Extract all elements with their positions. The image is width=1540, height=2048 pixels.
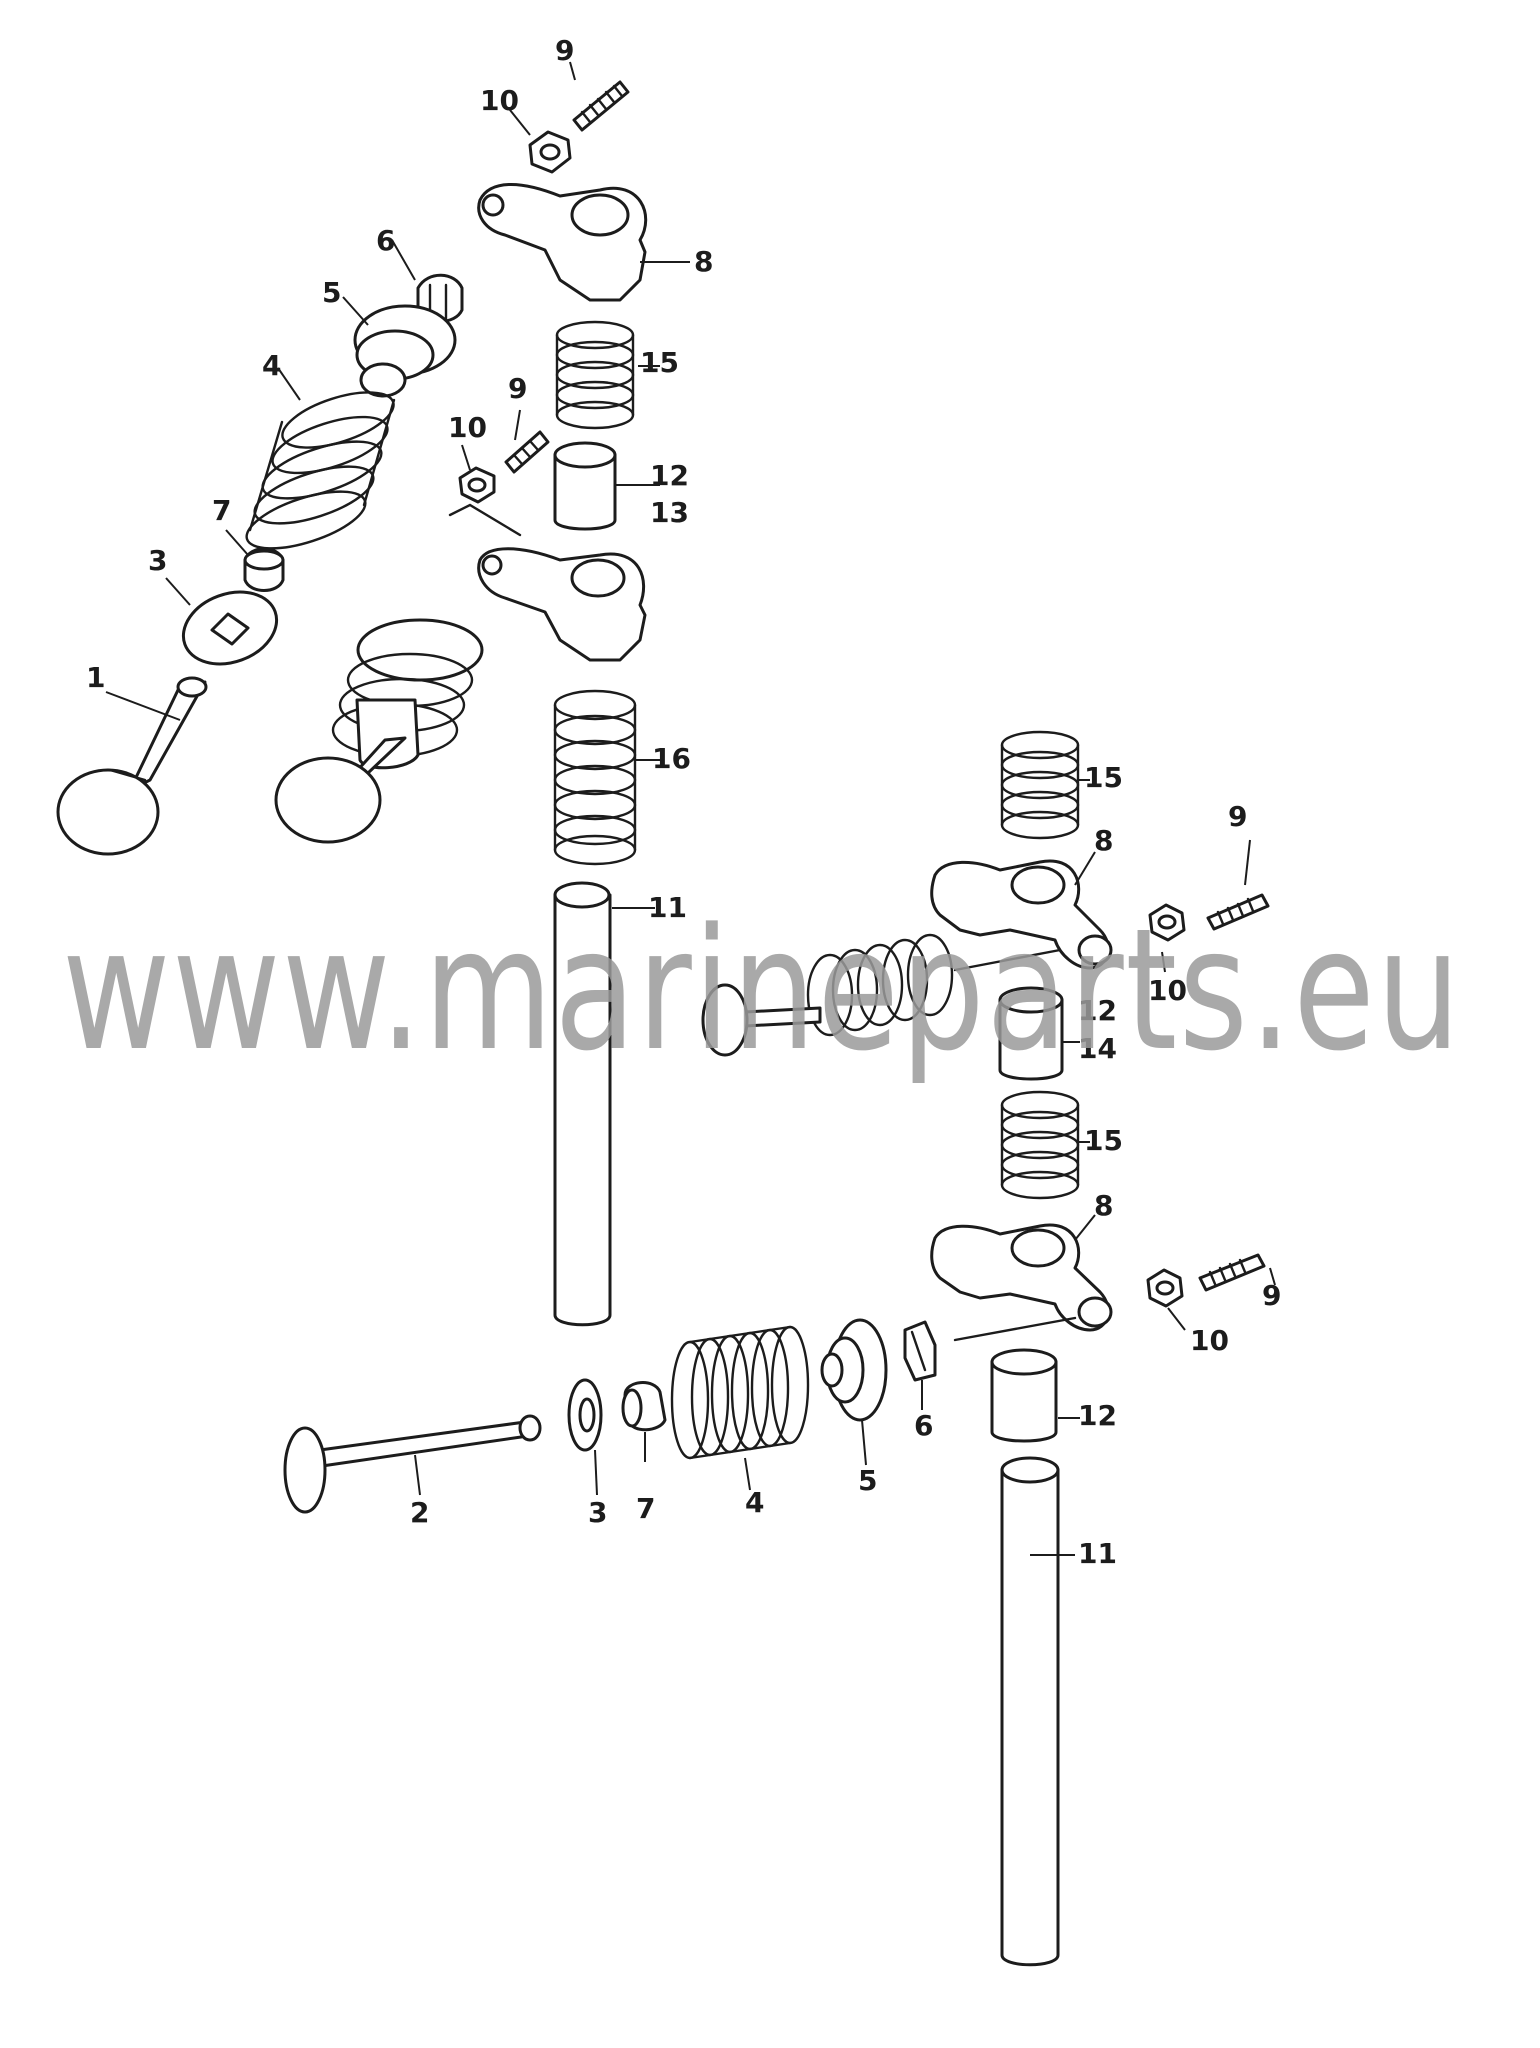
callout-3-bottom: 3 [588, 1496, 607, 1529]
valve-spring-top [245, 391, 396, 550]
valve-bottom [283, 1414, 542, 1514]
rocker-arm-middle [477, 547, 647, 662]
spring-retainer-bottom [820, 1318, 888, 1422]
adjusting-screw-top [572, 80, 630, 132]
callout-12-top: 12 [650, 459, 689, 492]
adjusting-screw-right-bottom [1198, 1253, 1266, 1292]
adjusting-screw-middle [504, 430, 550, 474]
callout-3-top: 3 [148, 544, 167, 577]
spring-seat-washer-bottom [567, 1378, 603, 1452]
valve-seal-bottom [621, 1381, 667, 1432]
callout-4-bottom: 4 [745, 1486, 764, 1519]
callout-11-right: 11 [1078, 1537, 1117, 1570]
pivot-bottom [903, 1320, 937, 1382]
callout-11-left: 11 [648, 891, 687, 924]
callout-10-top: 10 [480, 84, 519, 117]
spring-15-top [555, 320, 635, 430]
callout-9-right-top: 9 [1228, 800, 1247, 833]
callout-5-top: 5 [322, 276, 341, 309]
callout-1: 1 [86, 661, 105, 694]
lock-nut-right-top [1148, 903, 1186, 942]
callout-10-right-bottom: 10 [1190, 1324, 1229, 1357]
callout-5-bottom: 5 [858, 1464, 877, 1497]
callout-8-top: 8 [694, 245, 713, 278]
spring-15-right-bottom [1000, 1090, 1080, 1200]
callout-15-right-top: 15 [1084, 761, 1123, 794]
callout-12-right-bottom: 12 [1078, 1399, 1117, 1432]
valve-assembly-right [701, 933, 1062, 1057]
callout-8-right-top: 8 [1094, 824, 1113, 857]
callout-8-right-bottom: 8 [1094, 1189, 1113, 1222]
spring-15-right-top [1000, 730, 1080, 840]
adjusting-screw-right-top [1206, 893, 1270, 931]
watermark-text: www.marineparts.eu [62, 892, 1462, 1088]
spacer-sleeve-top [553, 441, 617, 531]
callout-14: 14 [1078, 1032, 1117, 1065]
rocker-arm-top [477, 183, 648, 302]
callout-2: 2 [410, 1496, 429, 1529]
callout-6-bottom: 6 [914, 1409, 933, 1442]
rocker-shaft-left [553, 881, 612, 1327]
callout-16: 16 [652, 742, 691, 775]
lock-nut-middle [458, 466, 496, 504]
callout-10-middle: 10 [448, 411, 487, 444]
spring-seat-washer-top [181, 590, 279, 666]
spacer-sleeve-right-bottom [990, 1348, 1058, 1443]
callout-7-bottom: 7 [636, 1492, 655, 1525]
valve-spring-bottom [670, 1325, 810, 1460]
callout-9-top: 9 [555, 34, 574, 67]
rocker-shaft-right [1000, 1456, 1060, 1967]
spring-retainer-top [353, 304, 457, 398]
callout-12-right-middle: 12 [1078, 994, 1117, 1027]
callout-9-right-bottom: 9 [1262, 1279, 1281, 1312]
callout-10-right-top: 10 [1148, 974, 1187, 1007]
callout-15-top: 15 [640, 346, 679, 379]
callout-7-top: 7 [212, 494, 231, 527]
callout-4-top: 4 [262, 349, 281, 382]
rocker-arm-right-top [930, 859, 1113, 970]
valve-seal-top [243, 547, 285, 592]
lock-nut-right-bottom [1146, 1268, 1184, 1308]
callout-15-right-bottom: 15 [1084, 1124, 1123, 1157]
rocker-arm-right-bottom [930, 1223, 1113, 1332]
valve-assembly-middle [274, 618, 484, 844]
callout-6-top: 6 [376, 224, 395, 257]
spring-16 [553, 689, 637, 866]
callout-9-middle: 9 [508, 372, 527, 405]
spacer-sleeve-right-middle [998, 986, 1064, 1081]
lock-nut-top [528, 130, 572, 174]
callout-13: 13 [650, 496, 689, 529]
valve-top [56, 676, 208, 856]
